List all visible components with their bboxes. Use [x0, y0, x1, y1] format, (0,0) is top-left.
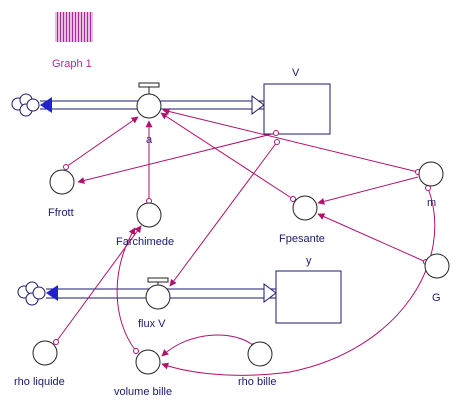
cloud-source-icon	[11, 93, 40, 117]
flow-arrowhead-right-icon	[263, 283, 277, 303]
converter-volume-bille[interactable]: volume bille	[114, 349, 172, 398]
cloud-source-icon	[17, 281, 46, 306]
link-rhobille-to-volumebille	[161, 334, 255, 357]
graph-pad-icon	[55, 12, 93, 42]
converter-fpesante-label: Fpesante	[279, 233, 325, 245]
link-fpesante-to-a	[160, 112, 294, 200]
link-rholiquide-to-farchimede	[55, 225, 142, 343]
flow-flux-V[interactable]: flux V	[17, 277, 277, 330]
converter-rho-bille[interactable]: rho bille	[238, 341, 277, 388]
link-m-to-a	[162, 108, 419, 173]
converter-volume-bille-label: volume bille	[114, 386, 172, 398]
valve-icon	[138, 82, 160, 88]
valve-icon	[147, 277, 169, 283]
converter-g-label: G	[432, 292, 441, 304]
link-m-to-fpesante	[317, 176, 419, 205]
flow-a-regulator[interactable]	[136, 93, 162, 119]
converter-g[interactable]: G	[424, 253, 450, 304]
link-V-to-ffrott	[77, 132, 277, 184]
link-g-to-fpesante	[317, 213, 427, 263]
graph-label: Graph 1	[52, 58, 92, 70]
flow-arrowhead-left-icon	[40, 97, 52, 113]
flow-flux-V-label: flux V	[138, 318, 166, 330]
connectors	[53, 108, 436, 376]
converter-rho-liquide[interactable]: rho liquide	[14, 340, 65, 388]
flow-a[interactable]: a	[11, 82, 265, 146]
link-m-to-volumebille	[161, 187, 436, 376]
link-volumebille-to-farchimede	[116, 227, 137, 352]
stock-y-label: y	[306, 255, 312, 267]
converter-fpesante[interactable]: Fpesante	[279, 195, 325, 245]
converter-rho-liquide-label: rho liquide	[14, 376, 65, 388]
flow-arrowhead-left-icon	[46, 285, 58, 301]
stock-V[interactable]: V	[263, 67, 331, 135]
stock-y[interactable]: y	[275, 255, 342, 324]
converter-farchimede[interactable]: Farchimede	[116, 202, 174, 248]
converter-ffrott[interactable]: Ffrott	[48, 169, 75, 219]
converter-m-label: m	[427, 197, 436, 209]
link-ffrott-to-a	[65, 116, 139, 168]
flow-arrowhead-right-icon	[251, 95, 265, 115]
stock-V-label: V	[292, 67, 300, 79]
converter-m[interactable]: m	[418, 161, 444, 209]
converter-farchimede-label: Farchimede	[116, 236, 174, 248]
link-V-to-fluxV	[169, 141, 278, 287]
graph-pad[interactable]: Graph 1	[52, 12, 93, 70]
flow-flux-V-regulator[interactable]	[145, 284, 171, 310]
converter-ffrott-label: Ffrott	[48, 207, 74, 219]
converter-rho-bille-label: rho bille	[238, 376, 277, 388]
